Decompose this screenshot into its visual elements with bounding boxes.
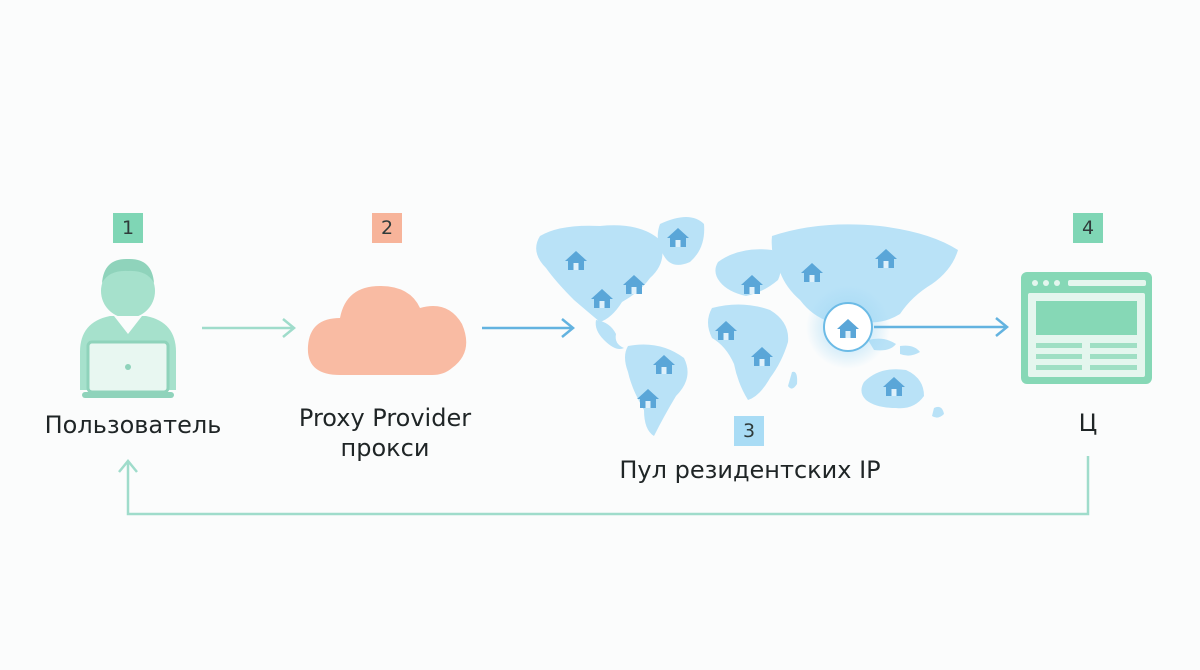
target-label: Ц: [1078, 409, 1098, 437]
step-badge-2: 2: [372, 213, 402, 243]
arrow-pool-to-target: [874, 317, 1009, 337]
user-with-laptop-icon: [80, 258, 176, 398]
selected-house-icon: [806, 285, 890, 369]
browser-window-icon: [1021, 272, 1152, 384]
arrow-user-to-provider: [202, 318, 296, 338]
provider-label-line2: прокси: [340, 434, 430, 462]
arrow-provider-to-pool: [482, 318, 575, 338]
provider-label-line1: Proxy Provider: [298, 404, 472, 432]
step-badge-3: 3: [734, 416, 764, 446]
arrow-target-back-to-user: [118, 456, 1090, 516]
step-badge-1: 1: [113, 213, 143, 243]
cloud-icon: [307, 286, 467, 375]
user-label: Пользователь: [44, 411, 222, 439]
step-badge-4: 4: [1073, 213, 1103, 243]
pool-label: Пул резидентских IP: [619, 456, 881, 484]
